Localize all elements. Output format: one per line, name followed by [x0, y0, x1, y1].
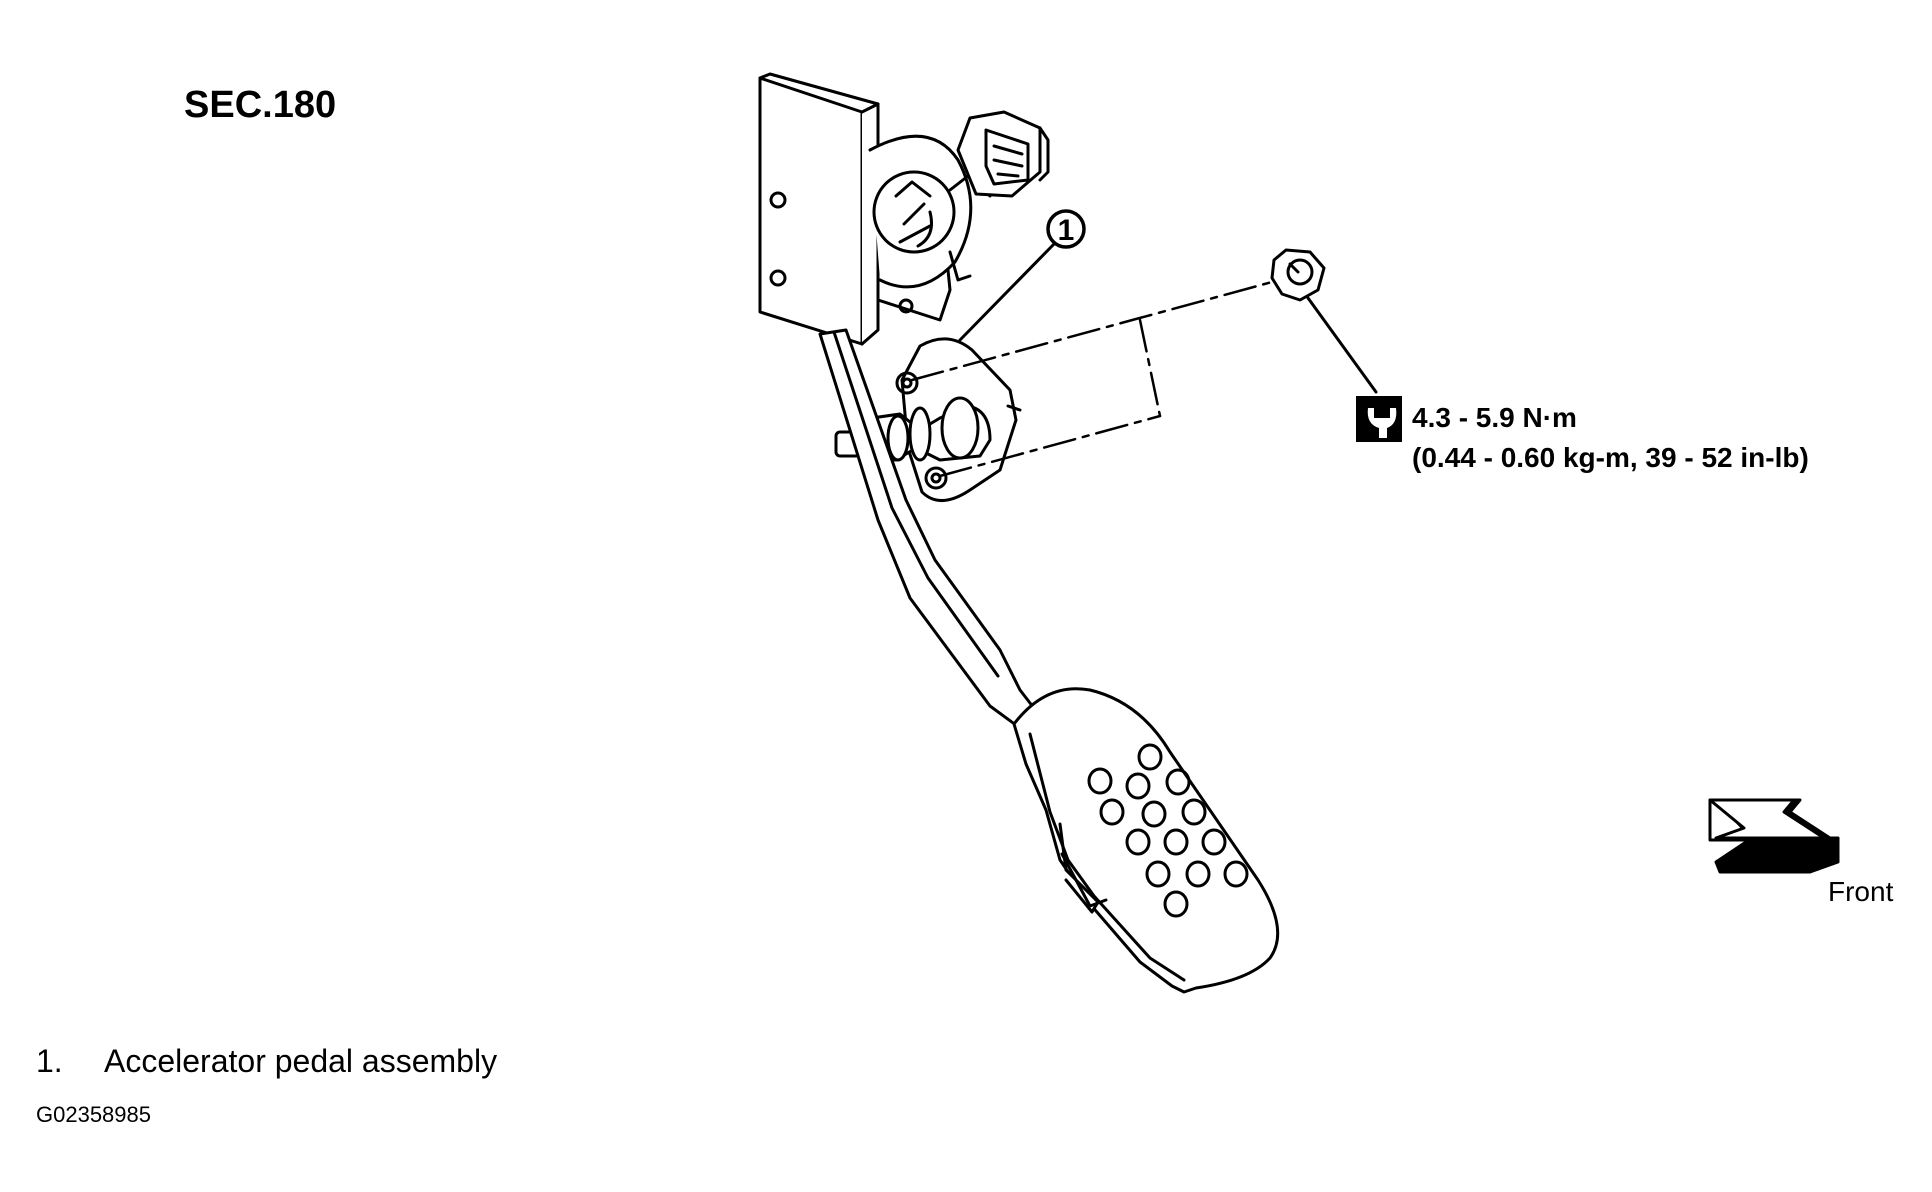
- sensor-housing: [868, 134, 992, 289]
- pivot-spring: [834, 396, 992, 462]
- stud-centerlines: [910, 280, 1274, 478]
- legend-item-text: Accelerator pedal assembly: [104, 1043, 498, 1079]
- callout-number: 1: [1058, 214, 1075, 247]
- legend-item-number: 1.: [36, 1043, 63, 1079]
- torque-spec-metric: 4.3 - 5.9 N·m: [1412, 402, 1577, 433]
- sensor-connector: [956, 110, 1050, 198]
- torque-wrench-icon: [1356, 396, 1402, 442]
- pedal-pad: [1012, 687, 1280, 994]
- front-direction-label: Front: [1828, 876, 1894, 907]
- pedal-arm: [818, 328, 1042, 730]
- mounting-nut: [1270, 248, 1326, 302]
- torque-spec-imperial: (0.44 - 0.60 kg-m, 39 - 52 in-lb): [1412, 442, 1809, 473]
- section-title: SEC.180: [184, 84, 337, 126]
- front-arrow-icon: [1708, 798, 1840, 874]
- pedal-holes: [1087, 743, 1249, 918]
- figure-id: G02358985: [36, 1102, 151, 1127]
